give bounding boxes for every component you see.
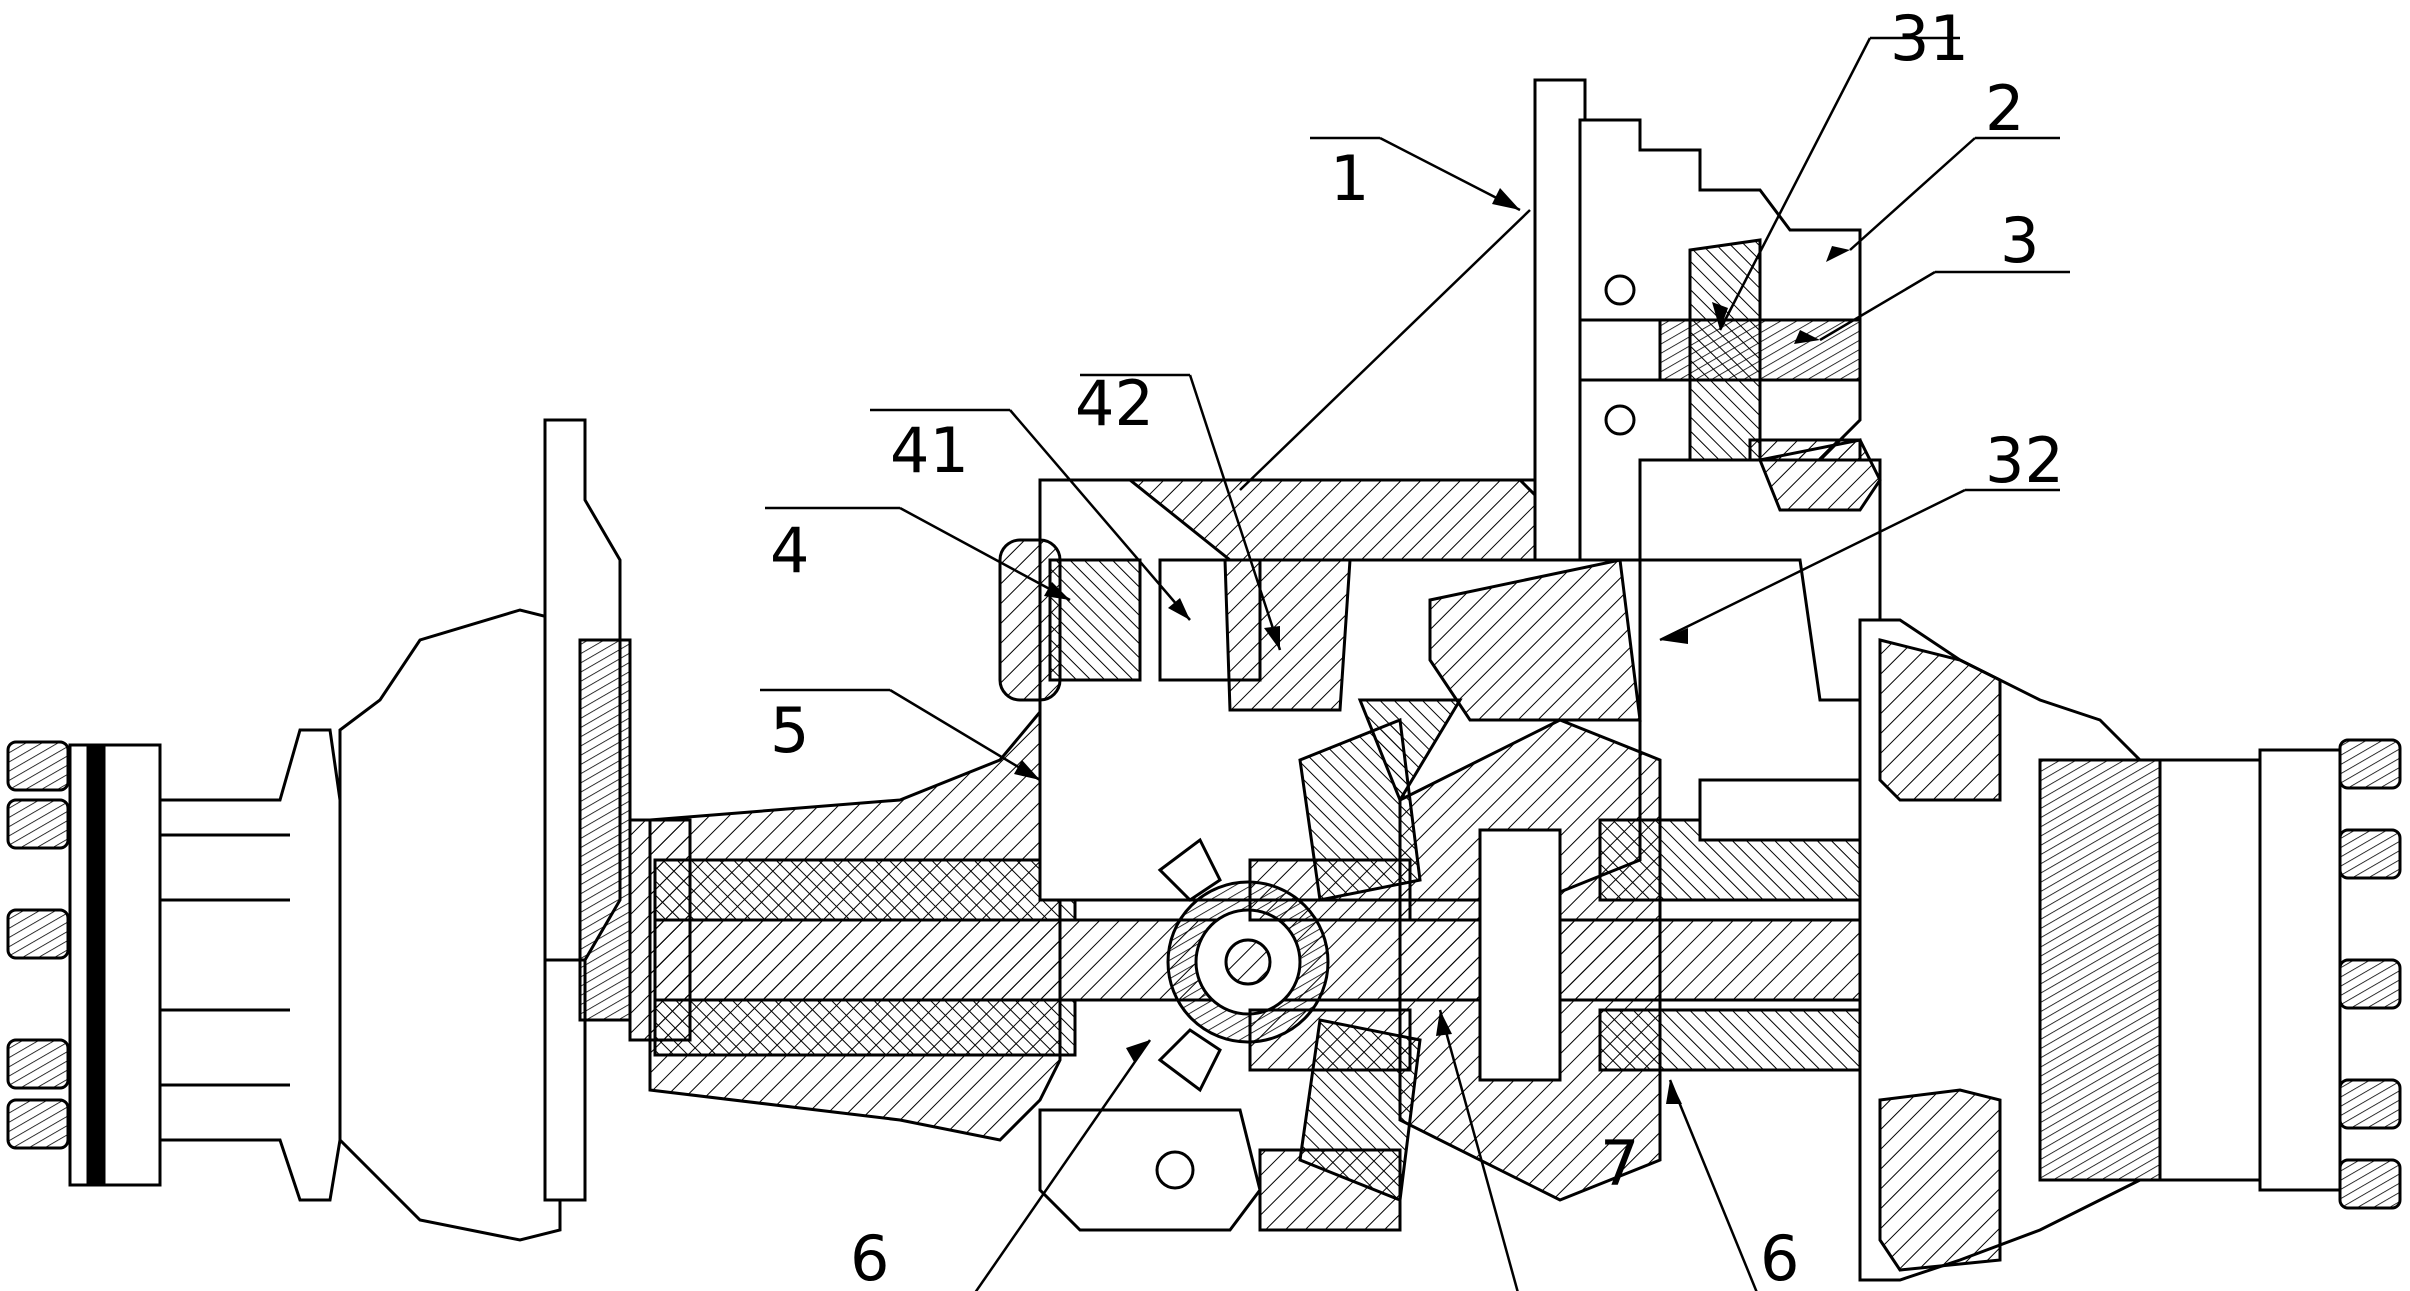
callout-label-41: 41 [890, 414, 969, 487]
callout-label-6-right: 6 [1760, 1222, 1799, 1291]
callout-labels: 1 2 3 31 32 4 41 42 5 6 6 7 [770, 2, 2064, 1291]
callout-label-3: 3 [2000, 204, 2039, 277]
lower-bracket [1038, 1108, 1402, 1232]
callout-label-6-left: 6 [850, 1222, 889, 1291]
callout-label-31: 31 [1890, 2, 1969, 75]
callout-label-42: 42 [1075, 367, 1154, 440]
callout-arrowheads [1014, 188, 1850, 1104]
callout-label-4: 4 [770, 514, 809, 587]
left-wheel-flange-and-studs [6, 728, 342, 1202]
callout-label-7: 7 [1600, 1127, 1639, 1200]
callout-label-1: 1 [1330, 142, 1369, 215]
callout-label-5: 5 [770, 694, 809, 767]
callout-label-32: 32 [1985, 424, 2064, 497]
left-brake-drum-housing [338, 418, 692, 1242]
motor-and-input-gear [1533, 78, 1882, 702]
callout-label-2: 2 [1985, 72, 2024, 145]
right-brake-and-hub [1858, 618, 2402, 1282]
